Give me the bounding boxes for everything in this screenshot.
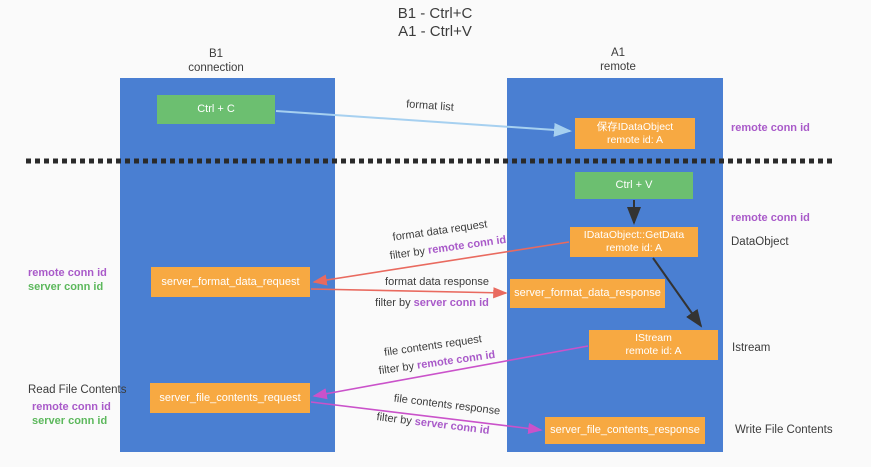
node-ctrl-c: Ctrl + C (157, 95, 275, 124)
title-line-1: B1 - Ctrl+C (397, 5, 473, 22)
node-server-format-data-request: server_format_data_request (151, 267, 310, 297)
write-file-contents-label: Write File Contents (735, 424, 833, 436)
server-format-data-request-label: server_format_data_request (161, 275, 300, 288)
filter-by-text: filter by (378, 360, 415, 378)
file-contents-response-arrow-label: file contents response (393, 392, 501, 418)
filter-by-text: filter by (375, 411, 413, 428)
left-remote-conn-id-label-2: remote conn id (32, 401, 111, 413)
right-remote-conn-id-label-1: remote conn id (731, 122, 810, 134)
node-server-file-contents-request: server_file_contents_request (150, 383, 310, 413)
save-idataobject-line2: remote id: A (606, 133, 664, 146)
node-ctrl-v: Ctrl + V (575, 172, 693, 199)
filter-by-text: filter by (375, 297, 411, 309)
node-server-format-data-response: server_format_data_response (510, 279, 665, 308)
server-conn-id-key: server conn id (414, 415, 491, 437)
istream-line1: IStream (635, 332, 672, 344)
remote-conn-id-key: remote conn id (427, 233, 507, 257)
right-remote-conn-id-label-2: remote conn id (731, 212, 810, 224)
node-istream: IStream remote id: A (589, 330, 718, 360)
save-idataobject-line1: 保存IDataObject (596, 120, 674, 133)
node-save-idataobject: 保存IDataObject remote id: A (575, 118, 695, 149)
format-data-response-filter-label: filter by server conn id (375, 297, 489, 309)
left-remote-conn-id-label-1: remote conn id (28, 267, 107, 279)
node-idataobject-getdata: IDataObject::GetData remote id: A (570, 227, 698, 257)
filter-by-text: filter by (389, 245, 426, 263)
server-file-contents-request-label: server_file_contents_request (159, 391, 301, 404)
left-server-conn-id-label-1: server conn id (28, 281, 104, 293)
format-data-response-arrow (310, 287, 508, 299)
format-list-arrow-label: format list (405, 98, 455, 114)
read-file-contents-label: Read File Contents (28, 384, 127, 396)
lane-header-a1: A1 remote (553, 46, 683, 74)
istream-side-label: Istream (732, 342, 771, 354)
server-file-contents-response-label: server_file_contents_response (550, 424, 700, 436)
title-line-2: A1 - Ctrl+V (398, 23, 472, 40)
istream-line2: remote id: A (625, 345, 682, 357)
diagram-title: B1 - Ctrl+C A1 - Ctrl+V (330, 5, 540, 41)
getdata-line2: remote id: A (605, 242, 663, 254)
left-server-conn-id-label-2: server conn id (32, 415, 108, 427)
node-server-file-contents-response: server_file_contents_response (545, 417, 705, 444)
lane-a1-subtitle: remote (600, 61, 636, 73)
lane-header-b1: B1 connection (151, 47, 281, 75)
dataobject-label: DataObject (731, 236, 789, 248)
file-contents-response-filter-label: filter by server conn id (376, 411, 490, 437)
server-conn-id-key: server conn id (413, 297, 489, 309)
lane-a1-title: A1 (610, 47, 626, 59)
ctrl-c-label: Ctrl + C (197, 103, 235, 115)
getdata-line1: IDataObject::GetData (583, 229, 685, 241)
lane-b1-title: B1 (208, 48, 224, 60)
format-data-response-arrow-label: format data response (385, 276, 489, 288)
ctrl-v-label: Ctrl + V (615, 179, 653, 191)
lane-b1-subtitle: connection (188, 62, 244, 74)
server-format-data-response-label: server_format_data_response (514, 287, 661, 299)
